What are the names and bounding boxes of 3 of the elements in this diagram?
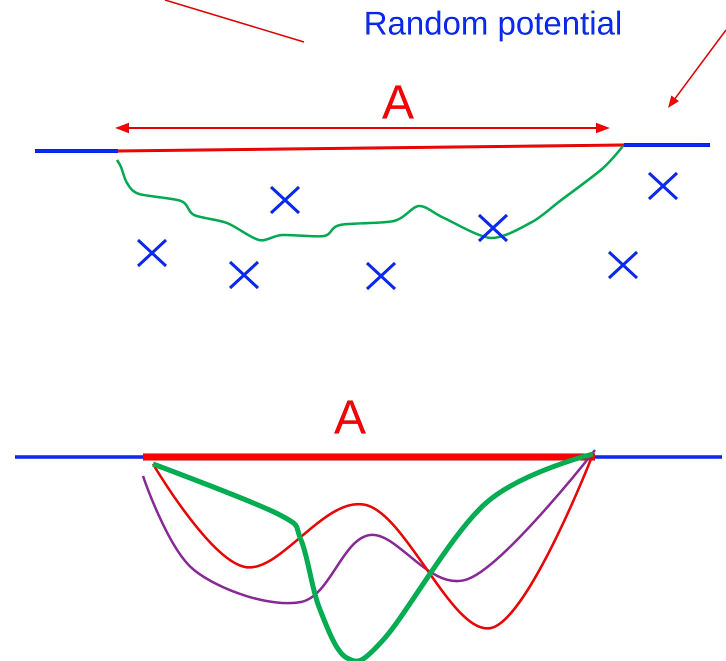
length-label: A: [382, 85, 414, 118]
heading-text: Random potential: [366, 10, 620, 42]
length-label: A: [334, 400, 366, 434]
